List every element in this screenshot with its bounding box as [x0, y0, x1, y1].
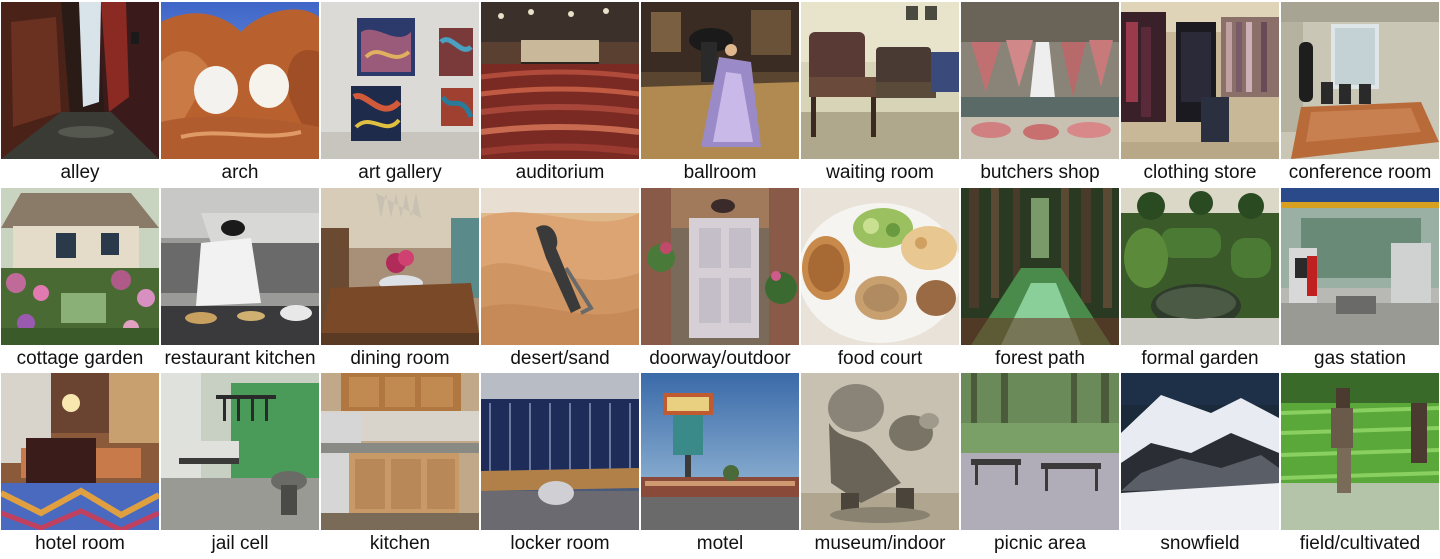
- scene-image-auditorium: [481, 2, 639, 159]
- grid-row: hotel room: [0, 373, 1440, 559]
- scene-image-hotel-room: [1, 373, 159, 530]
- scene-label: ballroom: [683, 162, 757, 183]
- scene-label: food court: [837, 348, 923, 369]
- scene-label: alley: [60, 162, 100, 183]
- scene-tile: gas station: [1281, 188, 1439, 372]
- scene-label: auditorium: [515, 162, 605, 183]
- scene-tile: field/cultivated: [1281, 373, 1439, 557]
- scene-tile: motel: [641, 373, 799, 557]
- scene-label: hotel room: [35, 533, 125, 554]
- scene-image-clothing-store: [1121, 2, 1279, 159]
- scene-label: art gallery: [358, 162, 442, 183]
- scene-image-alley: [1, 2, 159, 159]
- scene-tile: doorway/outdoor: [641, 188, 799, 372]
- scene-label: conference room: [1288, 162, 1432, 183]
- scene-label: kitchen: [369, 533, 431, 554]
- scene-image-restaurant-kitchen: [161, 188, 319, 345]
- scene-tile: food court: [801, 188, 959, 372]
- scene-image-cottage-garden: [1, 188, 159, 345]
- scene-image-picnic-area: [961, 373, 1119, 530]
- scene-label: restaurant kitchen: [164, 348, 316, 369]
- scene-tile: desert/sand: [481, 188, 639, 372]
- scene-tile: locker room: [481, 373, 639, 557]
- scene-image-food-court: [801, 188, 959, 345]
- scene-tile: hotel room: [1, 373, 159, 557]
- scene-image-arch: [161, 2, 319, 159]
- scene-tile: jail cell: [161, 373, 319, 557]
- scene-image-art-gallery: [321, 2, 479, 159]
- scene-label: clothing store: [1143, 162, 1257, 183]
- scene-label: arch: [221, 162, 259, 183]
- scene-image-jail-cell: [161, 373, 319, 530]
- scene-tile: auditorium: [481, 2, 639, 186]
- scene-tile: arch: [161, 2, 319, 186]
- scene-label: waiting room: [826, 162, 934, 183]
- scene-label: picnic area: [994, 533, 1086, 554]
- scene-tile: conference room: [1281, 2, 1439, 186]
- scene-label: cottage garden: [16, 348, 144, 369]
- scene-image-dining-room: [321, 188, 479, 345]
- scene-image-butchers-shop: [961, 2, 1119, 159]
- scene-image-desert-sand: [481, 188, 639, 345]
- scene-tile: museum/indoor: [801, 373, 959, 557]
- scene-image-snowfield: [1121, 373, 1279, 530]
- scene-label: field/cultivated: [1299, 533, 1421, 554]
- scene-tile: forest path: [961, 188, 1119, 372]
- scene-image-ballroom: [641, 2, 799, 159]
- scene-tile: ballroom: [641, 2, 799, 186]
- grid-row: alley: [0, 2, 1440, 188]
- scene-tile: cottage garden: [1, 188, 159, 372]
- scene-image-locker-room: [481, 373, 639, 530]
- scene-image-motel: [641, 373, 799, 530]
- scene-tile: formal garden: [1121, 188, 1279, 372]
- scene-label: locker room: [510, 533, 610, 554]
- scene-label: gas station: [1314, 348, 1406, 369]
- scene-image-museum-indoor: [801, 373, 959, 530]
- scene-tile: alley: [1, 2, 159, 186]
- scene-tile: dining room: [321, 188, 479, 372]
- scene-label: dining room: [350, 348, 450, 369]
- scene-label: forest path: [995, 348, 1085, 369]
- scene-label: doorway/outdoor: [649, 348, 791, 369]
- scene-image-gas-station: [1281, 188, 1439, 345]
- scene-label: formal garden: [1141, 348, 1259, 369]
- scene-image-field-cultivated: [1281, 373, 1439, 530]
- scene-image-waiting-room: [801, 2, 959, 159]
- scene-label: jail cell: [211, 533, 269, 554]
- scene-label: museum/indoor: [814, 533, 946, 554]
- scene-tile: art gallery: [321, 2, 479, 186]
- scene-tile: clothing store: [1121, 2, 1279, 186]
- scene-label: butchers shop: [980, 162, 1100, 183]
- scene-image-doorway-outdoor: [641, 188, 799, 345]
- scene-label: snowfield: [1160, 533, 1240, 554]
- grid-row: cottage garden restaurant kitchen: [0, 188, 1440, 374]
- scene-image-formal-garden: [1121, 188, 1279, 345]
- scene-tile: restaurant kitchen: [161, 188, 319, 372]
- scene-image-kitchen: [321, 373, 479, 530]
- scene-tile: waiting room: [801, 2, 959, 186]
- scene-image-conference-room: [1281, 2, 1439, 159]
- scene-tile: snowfield: [1121, 373, 1279, 557]
- scene-label: desert/sand: [510, 348, 610, 369]
- scene-label: motel: [696, 533, 744, 554]
- scene-tile: butchers shop: [961, 2, 1119, 186]
- scene-image-forest-path: [961, 188, 1119, 345]
- scene-tile: kitchen: [321, 373, 479, 557]
- scene-tile: picnic area: [961, 373, 1119, 557]
